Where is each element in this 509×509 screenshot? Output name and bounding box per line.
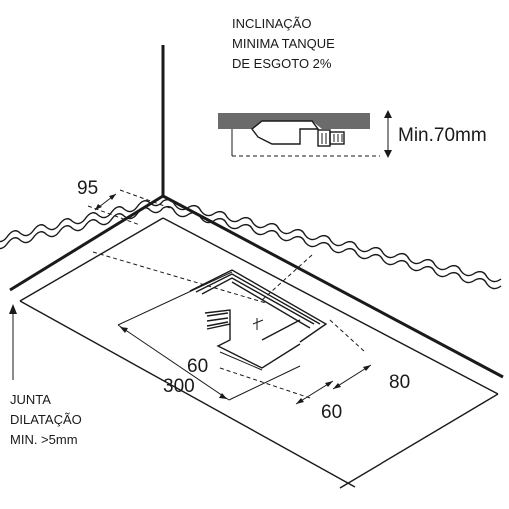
joint-arrow: [9, 304, 17, 380]
floor-slab: [19, 217, 499, 489]
drain-width-a-label: 60: [187, 356, 208, 377]
slope-note-line-1: INCLINAÇÃO: [232, 16, 311, 31]
drain-depth-label: 80: [389, 372, 410, 393]
joint-note-line-3: MIN. >5mm: [10, 432, 78, 447]
drain-length-label: 300: [163, 376, 195, 397]
drain-width-b-label: 60: [321, 402, 342, 423]
wall-right-edge: [162, 194, 504, 379]
drain-channel: [189, 269, 328, 369]
dimension-lines: [94, 193, 372, 405]
joint-note-line-2: DILATAÇÃO: [10, 412, 82, 427]
slope-note: INCLINAÇÃO MINIMA TANQUE DE ESGOTO 2%: [232, 16, 335, 71]
wall-offset-label: 95: [77, 178, 98, 199]
slope-note-line-3: DE ESGOTO 2%: [232, 56, 332, 71]
expansion-joint-note: JUNTA DILATAÇÃO MIN. >5mm: [10, 392, 82, 447]
wall-left-edge: [9, 194, 164, 292]
min-height-label: Min.70mm: [398, 125, 487, 146]
wall-corner: [9, 45, 504, 379]
joint-note-line-1: JUNTA: [10, 392, 51, 407]
slope-note-line-2: MINIMA TANQUE: [232, 36, 335, 51]
floor-tile-section: [218, 113, 370, 121]
drain-section-detail: [218, 110, 392, 158]
expansion-joint-band: [0, 198, 502, 290]
guide-lines: [87, 189, 366, 399]
